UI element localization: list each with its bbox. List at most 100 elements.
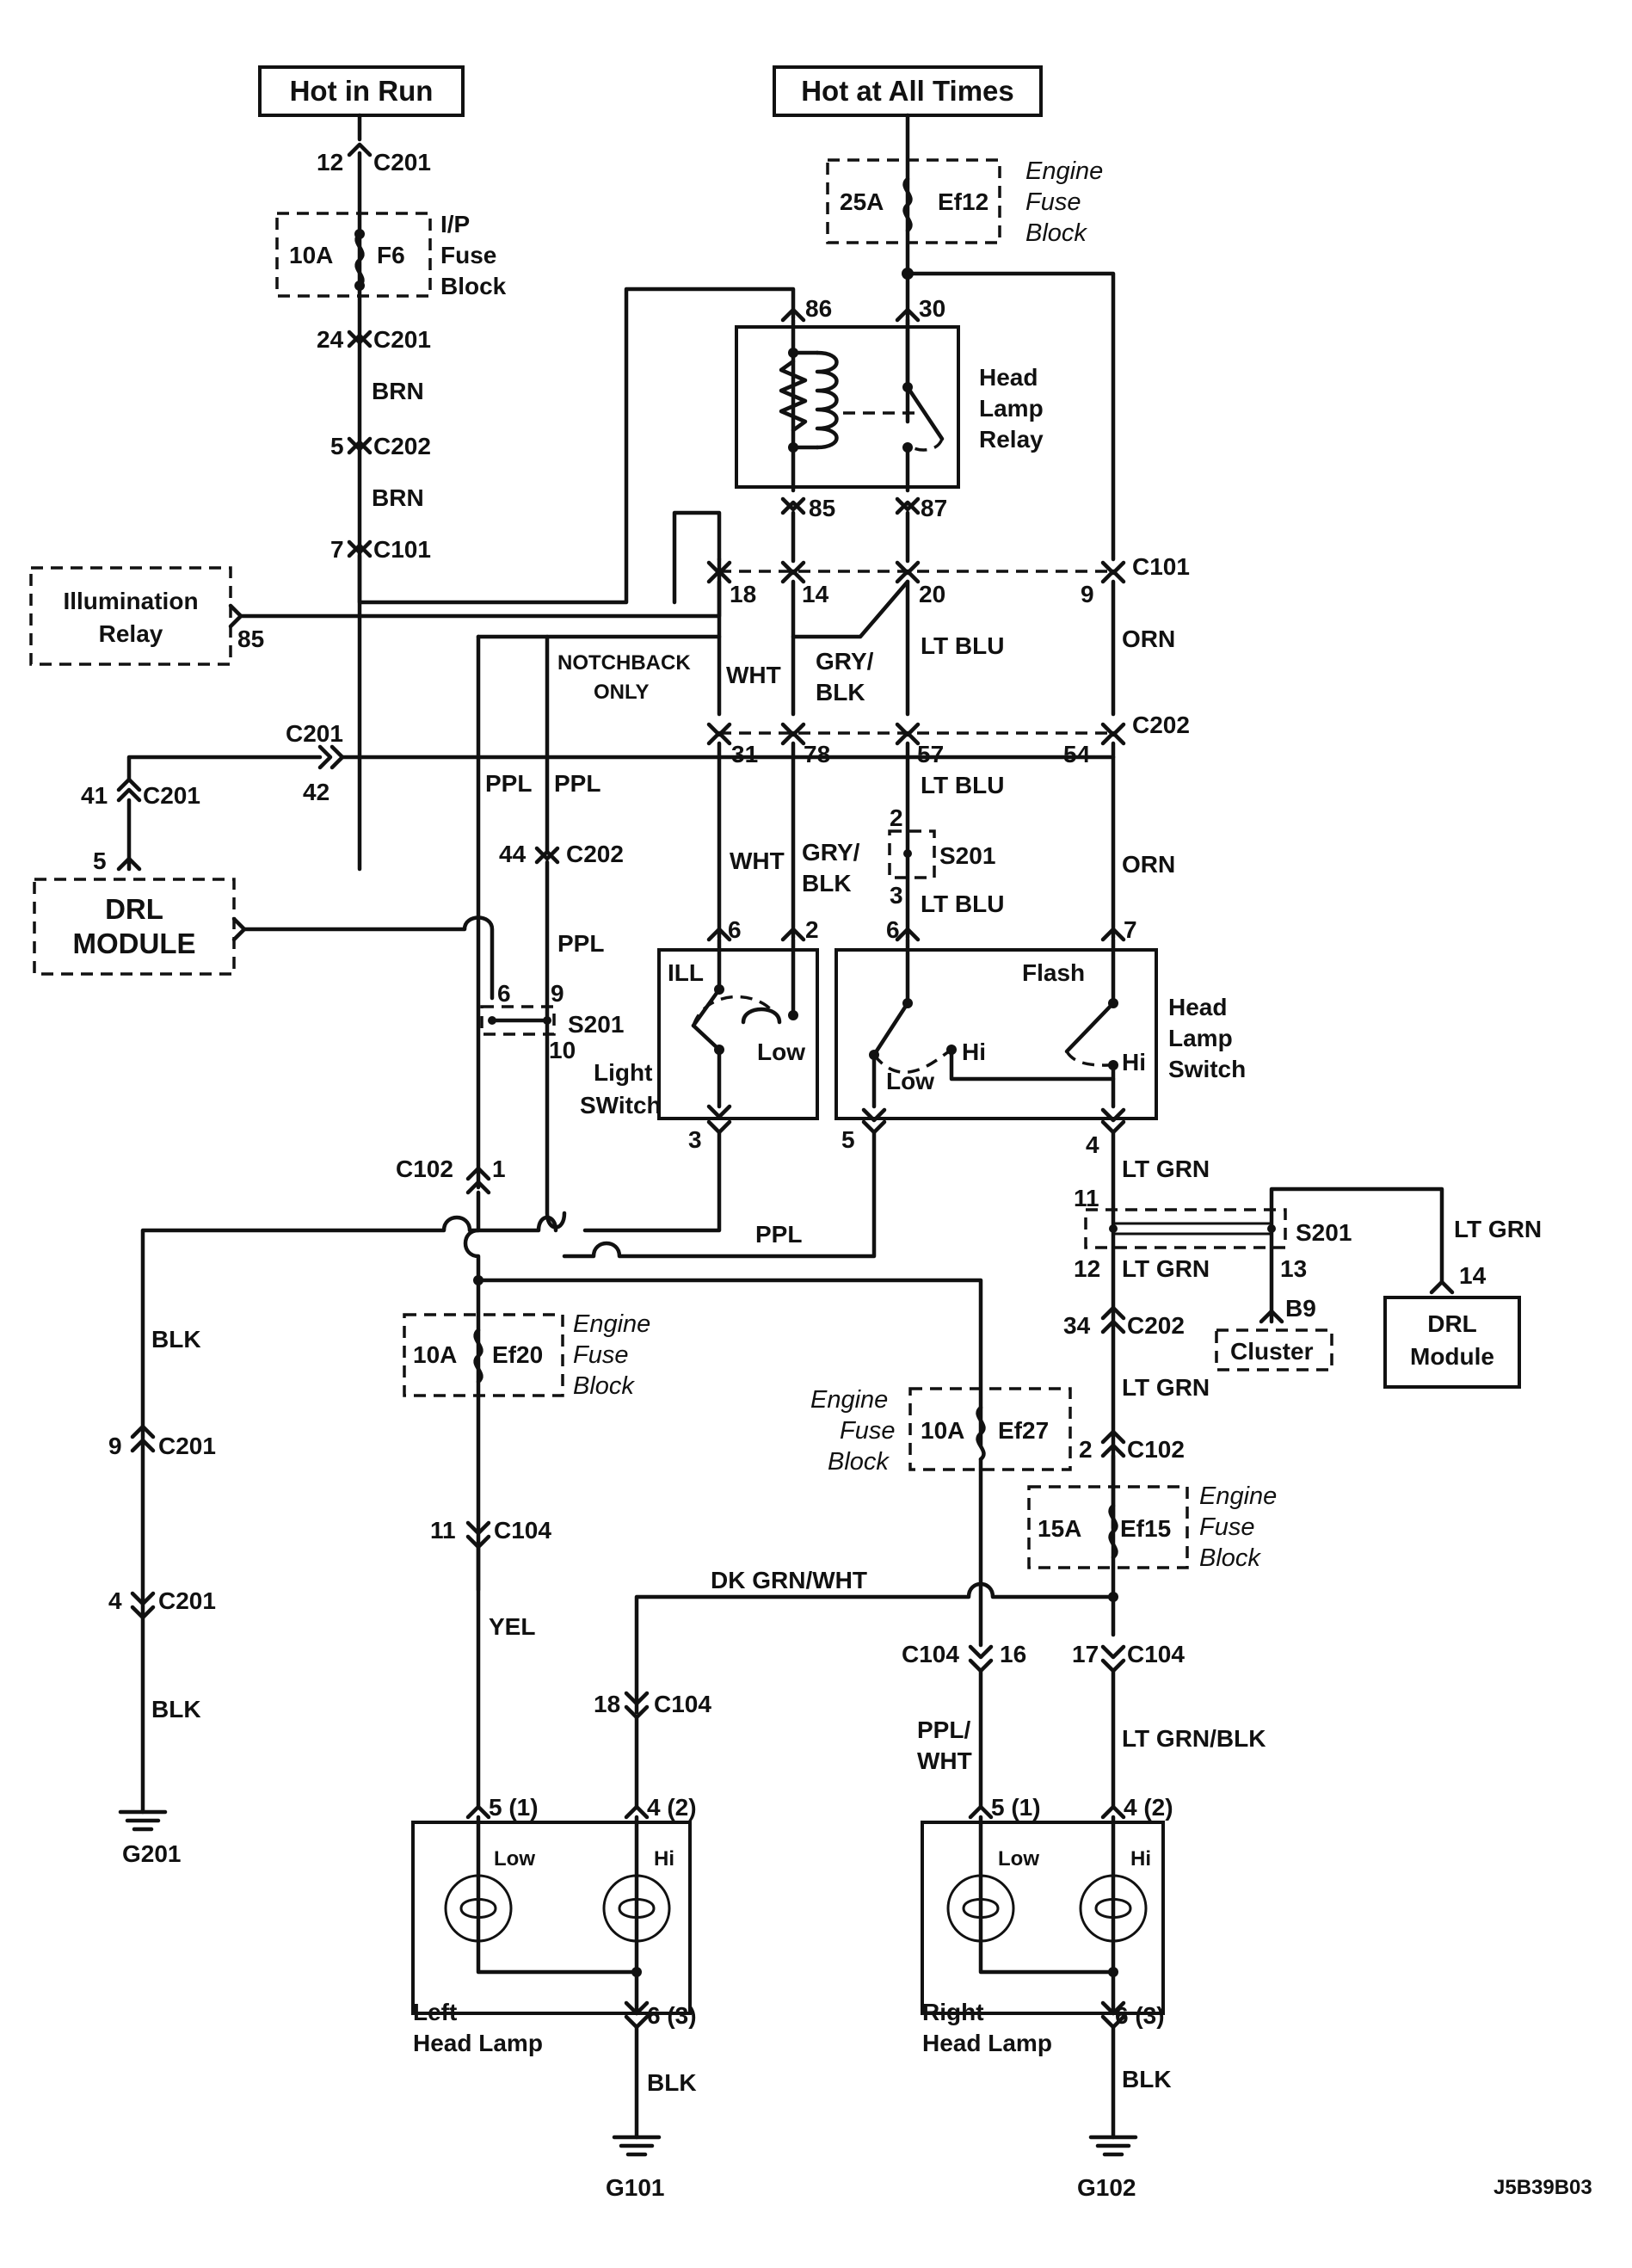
svg-text:LT GRN/BLK: LT GRN/BLK — [1122, 1725, 1266, 1752]
svg-text:Fuse: Fuse — [1199, 1513, 1254, 1541]
g201-circuit: BLK 9 C201 4 C201 BLK G201 — [108, 1215, 558, 1867]
svg-text:13: 13 — [1280, 1255, 1307, 1282]
svg-text:Block: Block — [1199, 1544, 1261, 1572]
svg-text:Lamp: Lamp — [1168, 1025, 1233, 1051]
svg-text:Illumination: Illumination — [63, 588, 198, 614]
svg-text:Right: Right — [922, 1999, 984, 2025]
svg-text:Fuse: Fuse — [1025, 188, 1081, 216]
svg-text:14: 14 — [1459, 1262, 1487, 1289]
svg-text:PPL: PPL — [554, 770, 600, 797]
svg-text:BLK: BLK — [151, 1696, 201, 1723]
svg-text:15A: 15A — [1038, 1515, 1081, 1542]
svg-text:C202: C202 — [1132, 712, 1190, 738]
svg-text:LT GRN: LT GRN — [1454, 1216, 1542, 1242]
svg-text:2: 2 — [805, 916, 819, 943]
head-lamp-relay: 86 30 Head Lamp Relay 85 87 — [735, 295, 1044, 564]
svg-text:C102: C102 — [396, 1156, 453, 1182]
svg-text:Head: Head — [1168, 994, 1227, 1020]
svg-text:10A: 10A — [921, 1417, 964, 1444]
svg-text:7: 7 — [1124, 916, 1137, 943]
svg-text:10A: 10A — [289, 242, 333, 268]
svg-text:Head Lamp: Head Lamp — [922, 2030, 1052, 2056]
svg-text:31: 31 — [731, 741, 758, 767]
svg-text:18: 18 — [730, 581, 756, 607]
svg-text:SWitch: SWitch — [580, 1092, 662, 1119]
svg-text:C201: C201 — [373, 326, 431, 353]
svg-text:18: 18 — [594, 1691, 620, 1717]
svg-text:78: 78 — [804, 741, 830, 767]
svg-text:85: 85 — [237, 626, 264, 652]
svg-text:Light: Light — [594, 1059, 652, 1086]
svg-text:6: 6 — [728, 916, 742, 943]
svg-text:C201: C201 — [143, 782, 200, 809]
svg-text:2: 2 — [1079, 1436, 1093, 1463]
svg-text:C202: C202 — [1127, 1312, 1185, 1339]
svg-text:C104: C104 — [494, 1517, 551, 1544]
svg-text:LT GRN: LT GRN — [1122, 1374, 1210, 1401]
ef20-fuse: 10A Ef20 Engine Fuse Block 11 C104 YEL — [403, 1310, 650, 1640]
svg-text:PPL: PPL — [557, 930, 604, 957]
svg-text:24: 24 — [317, 326, 344, 353]
svg-text:3: 3 — [890, 882, 903, 909]
c101-c202-wires: WHT GRY/ BLK LT BLU ORN NOTCHBACK ONLY — [476, 579, 1175, 1190]
svg-text:10: 10 — [549, 1037, 576, 1063]
svg-text:85: 85 — [809, 495, 835, 521]
svg-text:Ef12: Ef12 — [938, 188, 988, 215]
svg-text:10A: 10A — [413, 1341, 457, 1368]
svg-text:Engine: Engine — [810, 1386, 888, 1414]
svg-text:ORN: ORN — [1122, 626, 1175, 652]
svg-text:S201: S201 — [939, 842, 995, 869]
svg-text:Module: Module — [1410, 1343, 1494, 1370]
svg-text:Hi: Hi — [1130, 1847, 1151, 1870]
svg-text:3: 3 — [688, 1126, 702, 1153]
svg-text:ILL: ILL — [668, 959, 704, 986]
svg-text:Ef20: Ef20 — [492, 1341, 543, 1368]
svg-text:C201: C201 — [158, 1587, 216, 1614]
illumination-relay: Illumination Relay 85 — [29, 557, 722, 666]
svg-text:GRY/: GRY/ — [802, 839, 860, 866]
svg-text:44: 44 — [499, 841, 527, 867]
svg-text:C104: C104 — [1127, 1641, 1185, 1667]
svg-text:Fuse: Fuse — [840, 1417, 895, 1445]
svg-text:6 (3): 6 (3) — [647, 2002, 697, 2029]
svg-text:Hi: Hi — [654, 1847, 674, 1870]
svg-text:Low: Low — [998, 1847, 1039, 1870]
svg-text:87: 87 — [921, 495, 947, 521]
hot-in-run-circuit: 12 C201 10A F6 I/P Fuse Block 24 C201 BR… — [275, 113, 796, 872]
svg-text:5: 5 — [330, 433, 344, 459]
svg-text:Low: Low — [494, 1847, 535, 1870]
svg-text:BLK: BLK — [816, 679, 865, 706]
ef12-fuse: 25A Ef12 Engine Fuse Block — [826, 113, 1116, 562]
svg-text:G101: G101 — [606, 2174, 665, 2201]
svg-text:C101: C101 — [373, 536, 431, 563]
svg-text:WHT: WHT — [730, 847, 785, 874]
svg-text:9: 9 — [551, 980, 564, 1007]
svg-text:Head: Head — [979, 364, 1038, 391]
svg-text:C201: C201 — [158, 1433, 216, 1459]
svg-text:34: 34 — [1063, 1312, 1091, 1339]
ef15-fuse: 15A Ef15 Engine Fuse Block DK GRN/WHT — [634, 1453, 1277, 1715]
svg-text:S201: S201 — [1296, 1219, 1352, 1246]
svg-text:6: 6 — [886, 916, 900, 943]
svg-text:54: 54 — [1063, 741, 1091, 767]
svg-text:PPL: PPL — [485, 770, 532, 797]
svg-text:I/P: I/P — [440, 211, 470, 237]
drl-module-left: 41 C201 5 C201 42 DRL MODULE — [33, 720, 1116, 1001]
svg-text:Hi: Hi — [1122, 1049, 1146, 1075]
svg-text:LT BLU: LT BLU — [921, 772, 1004, 798]
diagram-code: J5B39B03 — [1493, 2176, 1592, 2199]
svg-text:6: 6 — [497, 980, 511, 1007]
svg-text:GRY/: GRY/ — [816, 648, 874, 675]
svg-text:Block: Block — [828, 1448, 890, 1476]
svg-text:5: 5 — [841, 1126, 855, 1153]
svg-text:12: 12 — [317, 149, 343, 176]
c202-row: 31 78 57 54 C202 — [706, 712, 1190, 767]
svg-text:BRN: BRN — [372, 484, 424, 511]
svg-text:F6: F6 — [377, 242, 405, 268]
svg-text:Engine: Engine — [1025, 157, 1103, 185]
hot-in-run-box: Hot in Run — [258, 65, 465, 117]
left-head-lamp: 5 (1) 4 (2) Low Hi 6 (3) Left Head Lamp … — [411, 1794, 697, 2201]
c102-left: C102 1 — [396, 1156, 983, 1593]
svg-text:7: 7 — [330, 536, 344, 563]
